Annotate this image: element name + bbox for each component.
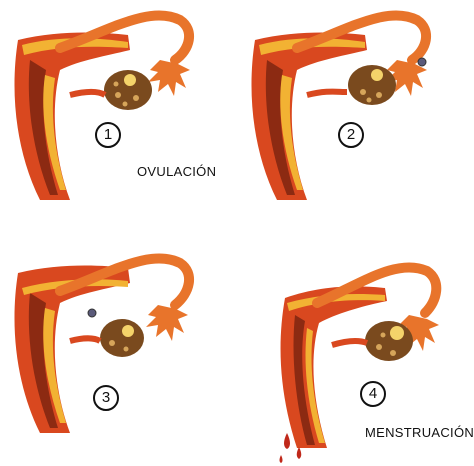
fimbriae: [146, 305, 188, 341]
phase-label: MENSTRUACIÓN: [365, 425, 474, 440]
phase-label: OVULACIÓN: [137, 164, 216, 179]
uterus-tube-ovary-illustration: [0, 233, 237, 466]
step-number-badge: 2: [338, 122, 364, 148]
step-number-badge: 1: [95, 122, 121, 148]
step-number-badge: 4: [360, 381, 386, 407]
follicle: [390, 326, 404, 340]
ruptured-follicle: [371, 69, 383, 81]
uterus-tube-ovary-illustration: [0, 0, 237, 233]
egg-cell: [418, 58, 426, 66]
corpus-luteum: [122, 325, 134, 337]
diagram-panel-4: 4 MENSTRUACIÓN: [237, 233, 474, 466]
follicle: [124, 74, 136, 86]
step-number-badge: 3: [93, 385, 119, 411]
blood-drop: [297, 447, 302, 459]
diagram-panel-1: 1 OVULACIÓN: [0, 0, 237, 233]
diagram-panel-2: 2: [237, 0, 474, 233]
ovary: [100, 319, 144, 357]
egg-cell: [88, 309, 96, 317]
uterus-tube-ovary-illustration: [237, 0, 474, 233]
fimbriae: [148, 60, 190, 96]
blood-drop: [284, 433, 290, 449]
blood-drop: [280, 455, 283, 463]
ovary: [365, 321, 413, 361]
diagram-panel-3: 3: [0, 233, 237, 466]
ovary: [348, 65, 396, 105]
